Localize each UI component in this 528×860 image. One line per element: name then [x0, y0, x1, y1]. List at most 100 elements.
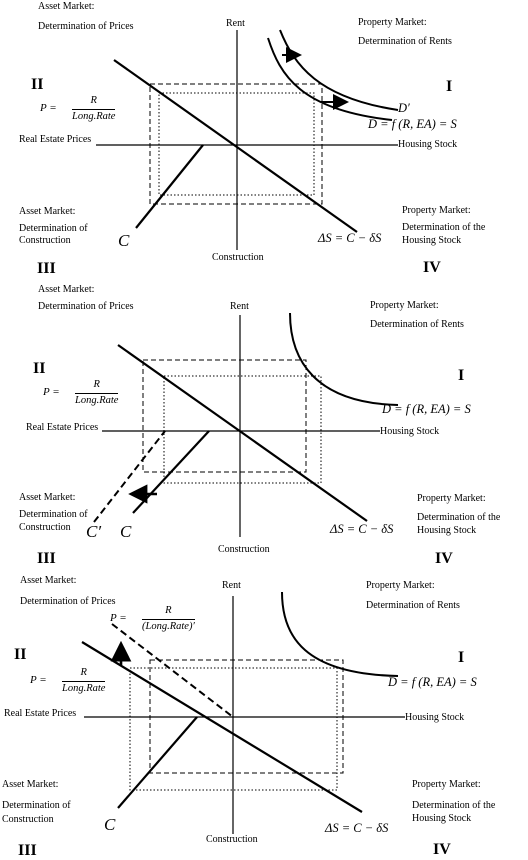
price-line	[81, 641, 363, 813]
price-equation: P = R Long.Rate	[43, 379, 119, 406]
property-market-label: Property Market:	[366, 580, 435, 591]
price-equation-lhs: P =	[40, 102, 57, 114]
rent-axis-label: Rent	[222, 580, 241, 591]
property-market-sub-label: Determination of Rents	[358, 36, 452, 47]
quadrant-iii-label: III	[37, 550, 56, 567]
property-market-iv-sub-1: Determination of the	[402, 222, 486, 233]
quadrant-ii-label: II	[33, 360, 46, 377]
quadrant-ii-label: II	[31, 76, 44, 93]
price-equation-numerator: R	[90, 95, 97, 106]
asset-market-sub-label: Determination of Prices	[38, 21, 134, 32]
real-estate-prices-label: Real Estate Prices	[19, 134, 92, 145]
demand-equation: D = f (R, EA) = S	[388, 675, 477, 689]
price-equation-denominator: Long.Rate	[75, 392, 119, 406]
asset-market-iii-sub-2: Construction	[2, 814, 54, 825]
c-prime-curve-label: C′	[86, 522, 102, 541]
property-market-sub-label: Determination of Rents	[366, 600, 460, 611]
housing-stock-label: Housing Stock	[398, 139, 458, 150]
property-market-iv-sub-2: Housing Stock	[412, 813, 472, 824]
asset-market-sub-label: Determination of Prices	[20, 596, 116, 607]
stock-change-equation: ΔS = C − δS	[318, 231, 382, 245]
price-equation-prime-lhs: P =	[110, 612, 127, 624]
price-equation: P = R Long.Rate	[30, 667, 106, 694]
price-equation-lhs: P =	[30, 674, 47, 686]
price-equation: P = R Long.Rate	[40, 95, 116, 122]
dotted-rectangle	[158, 92, 315, 196]
quadrant-i-label: I	[458, 649, 465, 666]
panel-1-graphics	[96, 29, 399, 250]
demand-curve-d	[289, 312, 399, 406]
quadrant-iv-label: IV	[435, 550, 453, 567]
property-market-iv-label: Property Market:	[417, 493, 486, 504]
price-equation-denominator: Long.Rate	[72, 108, 116, 122]
asset-market-iii-sub-1: Determination of	[2, 800, 71, 811]
quadrant-i-label: I	[458, 367, 465, 384]
price-equation-numerator: R	[80, 667, 87, 678]
asset-market-iii-label: Asset Market:	[2, 779, 59, 790]
asset-market-label: Asset Market:	[38, 1, 95, 12]
stock-change-equation: ΔS = C − δS	[330, 522, 394, 536]
panel-2-graphics	[93, 312, 399, 537]
diagram-panel-3: Asset Market: Determination of Prices Re…	[0, 572, 528, 860]
price-equation-prime-denominator: (Long.Rate)′	[142, 618, 195, 632]
asset-market-iii-sub-2: Construction	[19, 235, 71, 246]
quadrant-iv-label: IV	[423, 259, 441, 276]
demand-curve-d-prime	[279, 29, 399, 111]
property-market-label: Property Market:	[358, 17, 427, 28]
demand-curve-d	[267, 37, 393, 121]
dotted-rectangle	[163, 375, 322, 484]
quadrant-ii-label: II	[14, 646, 27, 663]
dashed-rectangle	[142, 359, 307, 473]
rent-axis-label: Rent	[230, 301, 249, 312]
asset-market-iii-sub-1: Determination of	[19, 509, 88, 520]
diagram-panel-1: Asset Market: Determination of Prices Re…	[0, 0, 528, 285]
d-prime-label: D′	[398, 101, 410, 115]
stock-change-equation: ΔS = C − δS	[325, 821, 389, 835]
price-line-rotated	[111, 623, 234, 718]
property-market-iv-sub-1: Determination of the	[412, 800, 496, 811]
construction-line	[135, 144, 204, 229]
c-curve-label: C	[118, 231, 130, 250]
construction-axis-label: Construction	[218, 544, 270, 555]
demand-curve-d	[281, 591, 399, 677]
quadrant-iii-label: III	[37, 260, 56, 277]
panel-3-graphics	[81, 591, 405, 834]
demand-equation: D = f (R, EA) = S	[382, 402, 471, 416]
c-curve-label: C	[104, 815, 116, 834]
asset-market-iii-label: Asset Market:	[19, 206, 76, 217]
price-equation-lhs: P =	[43, 386, 60, 398]
property-market-iv-sub-1: Determination of the	[417, 512, 501, 523]
price-line	[117, 344, 368, 522]
housing-stock-label: Housing Stock	[380, 426, 440, 437]
asset-market-iii-sub-2: Construction	[19, 522, 71, 533]
property-market-sub-label: Determination of Rents	[370, 319, 464, 330]
property-market-label: Property Market:	[370, 300, 439, 311]
real-estate-prices-label: Real Estate Prices	[4, 708, 77, 719]
construction-axis-label: Construction	[206, 834, 258, 845]
property-market-iv-sub-2: Housing Stock	[402, 235, 462, 246]
asset-market-sub-label: Determination of Prices	[38, 301, 134, 312]
price-equation-prime: P = R (Long.Rate)′	[110, 605, 195, 632]
property-market-iv-label: Property Market:	[412, 779, 481, 790]
construction-line-shifted	[93, 430, 166, 523]
asset-market-iii-sub-1: Determination of	[19, 223, 88, 234]
property-market-iv-label: Property Market:	[402, 205, 471, 216]
diagram-panel-2: Asset Market: Determination of Prices Re…	[0, 285, 528, 572]
construction-axis-label: Construction	[212, 252, 264, 263]
quadrant-i-label: I	[446, 78, 453, 95]
price-line	[113, 59, 358, 233]
price-equation-denominator: Long.Rate	[62, 680, 106, 694]
asset-market-label: Asset Market:	[20, 575, 77, 586]
quadrant-iv-label: IV	[433, 841, 451, 858]
real-estate-prices-label: Real Estate Prices	[26, 422, 99, 433]
price-equation-prime-numerator: R	[165, 605, 172, 616]
quadrant-iii-label: III	[18, 842, 37, 859]
c-curve-label: C	[120, 522, 132, 541]
rent-axis-label: Rent	[226, 18, 245, 29]
dashed-rectangle	[149, 659, 344, 774]
construction-line	[117, 716, 198, 809]
dashed-rectangle	[149, 83, 323, 205]
property-market-iv-sub-2: Housing Stock	[417, 525, 477, 536]
asset-market-iii-label: Asset Market:	[19, 492, 76, 503]
demand-equation: D = f (R, EA) = S	[368, 117, 457, 131]
